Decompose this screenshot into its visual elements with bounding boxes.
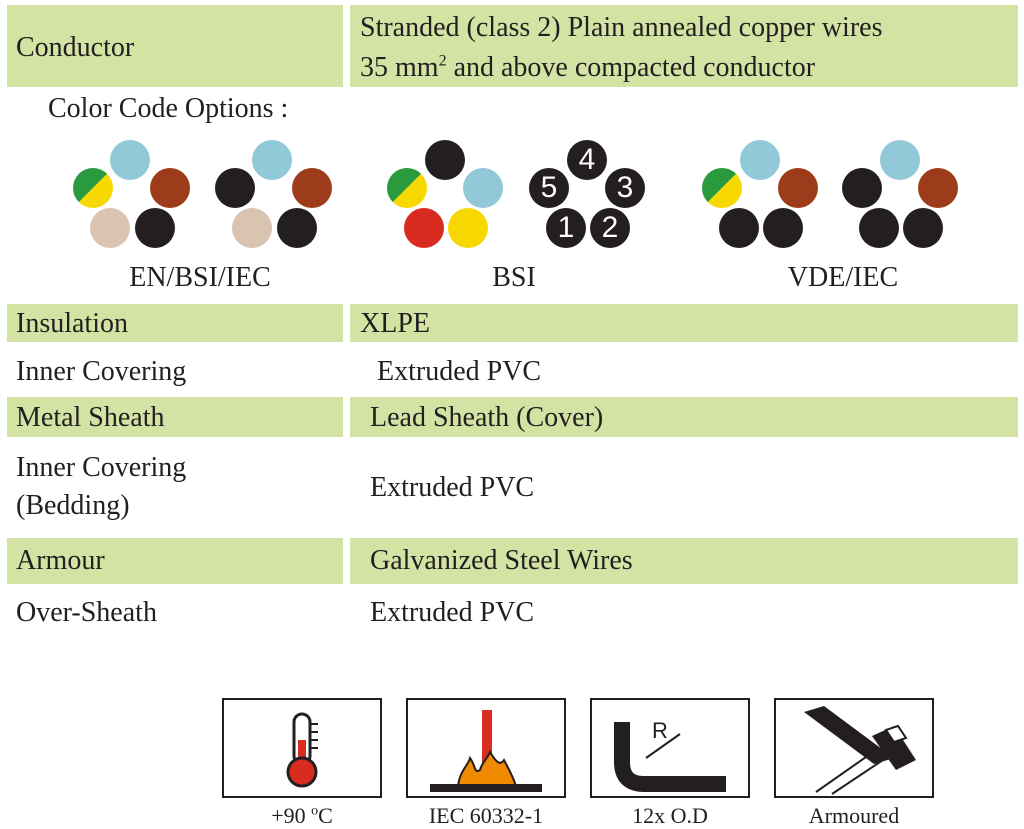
armour-value: Galvanized Steel Wires [370,545,633,576]
inner-covering-value: Extruded PVC [377,356,542,387]
core-number-3: 3 [605,168,645,208]
metal-sheath-value-band [350,397,1018,437]
core-black [425,140,465,180]
flame-test-caption: IEC 60332-1 [428,803,544,828]
armour-label-band [7,538,343,584]
core-blue [880,140,920,180]
core-black [842,168,882,208]
flame-test-icon [406,698,566,798]
bending-radius-caption: 12x O.D [632,803,708,828]
insulation-value-band [350,304,1018,342]
core-green-yellow [702,168,742,208]
metal-sheath-label: Metal Sheath [16,402,165,433]
color-code-title: Color Code Options : [48,93,289,124]
bending-radius-icon: R [590,698,750,798]
metal-sheath-label-band [7,397,343,437]
core-black [719,208,759,248]
radius-letter: R [652,718,668,743]
core-yellow [448,208,488,248]
core-black [763,208,803,248]
bedding-label-line-1: Inner Covering [16,452,187,483]
conductor-label-band [7,5,343,87]
armoured-cable-icon [774,698,934,798]
metal-sheath-value: Lead Sheath (Cover) [370,402,604,433]
bedding-label-line-2: (Bedding) [16,490,130,521]
over-sheath-value: Extruded PVC [370,597,535,628]
insulation-label-band [7,304,343,342]
conductor-line-2: 35 mm2 and above compacted conductor [360,52,816,83]
core-number-5: 5 [529,168,569,208]
core-red [404,208,444,248]
group-label-bsi: BSI [492,262,536,293]
core-green-yellow [73,168,113,208]
conductor-line-1: Stranded (class 2) Plain annealed copper… [360,12,883,43]
core-blue [740,140,780,180]
core-number-4: 4 [567,140,607,180]
over-sheath-label: Over-Sheath [16,597,157,628]
core-number-1: 1 [546,208,586,248]
inner-covering-label: Inner Covering [16,356,187,387]
core-black [859,208,899,248]
insulation-label: Insulation [16,308,128,339]
conductor-value-band [350,5,1018,87]
core-brown [292,168,332,208]
core-blue [463,168,503,208]
core-black [215,168,255,208]
core-black [135,208,175,248]
thermometer-caption: +90 oC [271,803,333,828]
group-label-en-bsi-iec: EN/BSI/IEC [129,262,271,293]
core-blue [252,140,292,180]
group-label-vde-iec: VDE/IEC [787,262,899,293]
core-number-2: 2 [590,208,630,248]
core-brown [150,168,190,208]
bedding-value: Extruded PVC [370,472,535,503]
core-black [277,208,317,248]
core-beige [90,208,130,248]
thermometer-icon [222,698,382,798]
core-green-yellow [387,168,427,208]
armoured-caption: Armoured [808,803,900,828]
core-black [903,208,943,248]
conductor-label: Conductor [16,32,135,63]
core-brown [778,168,818,208]
armour-label: Armour [16,545,105,576]
core-blue [110,140,150,180]
core-brown [918,168,958,208]
insulation-value: XLPE [360,308,430,339]
armour-value-band [350,538,1018,584]
core-beige [232,208,272,248]
